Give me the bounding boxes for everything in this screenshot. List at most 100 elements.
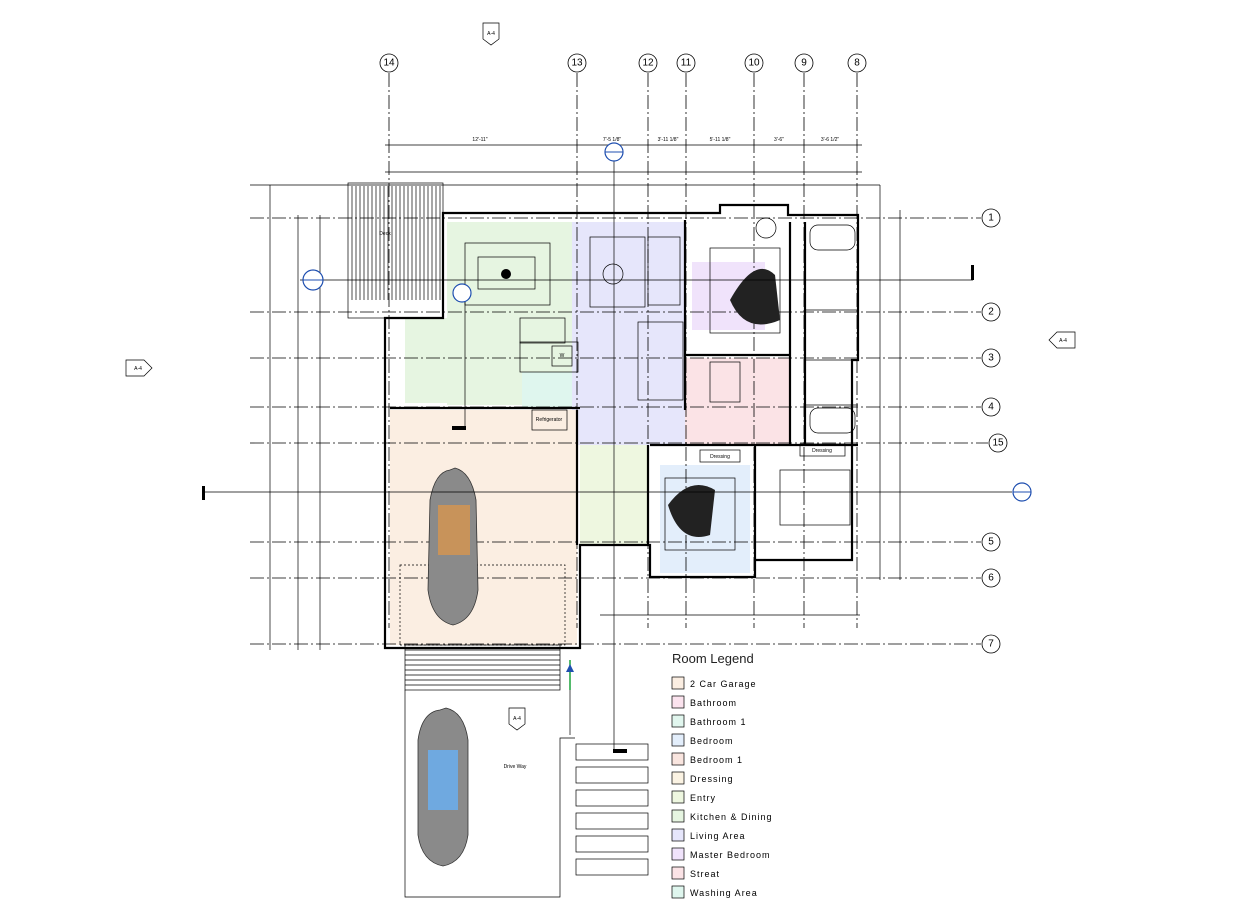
section-tag[interactable] bbox=[125, 359, 153, 377]
legend-item: Streat bbox=[671, 866, 720, 880]
room-fills bbox=[390, 222, 790, 645]
section-tag-label: A-4 bbox=[134, 366, 142, 372]
grid-bubble-13[interactable] bbox=[567, 53, 587, 73]
section-tag-label: A-4 bbox=[487, 31, 495, 37]
dimension-text: 3'-6" bbox=[774, 137, 784, 143]
grid-label: 10 bbox=[748, 58, 760, 69]
dimension-text-top: 12'-11"7'-5 1/8"3'-11 1/8"5'-11 1/8"3'-6… bbox=[472, 137, 839, 143]
grid-bubble-7[interactable] bbox=[981, 634, 1001, 654]
refrigerator-label: Refrigerator bbox=[536, 417, 563, 423]
deck: Deck bbox=[347, 182, 444, 319]
room-washing-area[interactable] bbox=[522, 372, 578, 408]
legend-item: Living Area bbox=[671, 828, 746, 842]
section-tag[interactable] bbox=[508, 707, 526, 731]
grid-bubble-12[interactable] bbox=[638, 53, 658, 73]
legend-label: Living Area bbox=[690, 831, 746, 841]
legend-item: 2 Car Garage bbox=[671, 676, 757, 690]
desk bbox=[637, 321, 684, 401]
grid-label: 1 bbox=[988, 213, 994, 224]
legend-swatch bbox=[671, 828, 685, 842]
grid-bubble-11[interactable] bbox=[676, 53, 696, 73]
dressing-shelves bbox=[709, 361, 741, 403]
car-garage bbox=[427, 467, 479, 626]
room-legend: Room Legend 2 Car GarageBathroomBathroom… bbox=[671, 651, 773, 899]
grid-bubble-14[interactable] bbox=[379, 53, 399, 73]
section-tags[interactable]: A-4A-4A-4A-4 bbox=[125, 22, 1076, 731]
room-streat[interactable] bbox=[685, 358, 790, 445]
section-tag[interactable] bbox=[482, 22, 500, 46]
legend-swatch bbox=[671, 771, 685, 785]
grid-bubble-8[interactable] bbox=[847, 53, 867, 73]
legend-item: Bedroom 1 bbox=[671, 752, 743, 766]
grid-label: 15 bbox=[992, 438, 1004, 449]
street-boxes bbox=[575, 743, 649, 876]
legend-swatch bbox=[671, 733, 685, 747]
legend-item: Entry bbox=[671, 790, 716, 804]
legend-swatch bbox=[671, 790, 685, 804]
legend-swatch bbox=[671, 866, 685, 880]
bed-3 bbox=[664, 477, 736, 551]
legend-swatch bbox=[671, 714, 685, 728]
legend-title: Room Legend bbox=[672, 651, 754, 666]
dimension-text: 12'-11" bbox=[472, 137, 487, 143]
grid-bubble-9[interactable] bbox=[794, 53, 814, 73]
bed-blanket bbox=[730, 268, 780, 325]
grid-bubble-2[interactable] bbox=[981, 302, 1001, 322]
grid-bubble-4[interactable] bbox=[981, 397, 1001, 417]
legend-label: Bedroom 1 bbox=[690, 755, 743, 765]
table-centerpiece bbox=[501, 269, 511, 279]
grid-bubble-10[interactable] bbox=[744, 53, 764, 73]
grid-bubble-15[interactable] bbox=[988, 433, 1008, 453]
legend-label: Kitchen & Dining bbox=[690, 812, 773, 822]
legend-item: Bathroom bbox=[671, 695, 737, 709]
grid-label: 7 bbox=[988, 639, 994, 650]
kitchen-counter bbox=[519, 317, 566, 344]
legend-item: Kitchen & Dining bbox=[671, 809, 773, 823]
grid-label: 3 bbox=[988, 353, 994, 364]
legend-label: Streat bbox=[690, 869, 720, 879]
street-box bbox=[575, 789, 649, 807]
grid-bubble-1[interactable] bbox=[981, 208, 1001, 228]
legend-label: Bathroom bbox=[690, 698, 737, 708]
legend-item: Bathroom 1 bbox=[671, 714, 747, 728]
legend-item: Bedroom bbox=[671, 733, 734, 747]
front-steps bbox=[404, 644, 561, 691]
room-2-car-garage[interactable] bbox=[390, 410, 577, 645]
bathtub bbox=[809, 224, 856, 251]
dining-table-rug bbox=[464, 242, 551, 306]
grid-bubble-5[interactable] bbox=[981, 532, 1001, 552]
grid-bubble-6[interactable] bbox=[981, 568, 1001, 588]
car-driveway bbox=[417, 707, 469, 867]
dimension-text: 5'-11 1/8" bbox=[710, 137, 731, 143]
legend-swatch bbox=[671, 695, 685, 709]
street-box bbox=[575, 858, 649, 876]
legend-label: Entry bbox=[690, 793, 716, 803]
grid-bubble-3[interactable] bbox=[981, 348, 1001, 368]
legend-item: Dressing bbox=[671, 771, 733, 785]
section-tag-label: A-4 bbox=[1059, 338, 1067, 344]
sofa bbox=[647, 236, 681, 306]
section-tag[interactable] bbox=[1048, 331, 1076, 349]
grid-label: 8 bbox=[854, 58, 860, 69]
legend-label: 2 Car Garage bbox=[690, 679, 757, 689]
grid-label: 14 bbox=[383, 58, 395, 69]
legend-swatch bbox=[671, 676, 685, 690]
grid-label: 13 bbox=[571, 58, 583, 69]
room-living-area[interactable] bbox=[572, 222, 685, 445]
legend-swatch bbox=[671, 847, 685, 861]
legend-label: Bathroom 1 bbox=[690, 717, 747, 727]
legend-label: Bedroom bbox=[690, 736, 734, 746]
grid-label: 11 bbox=[681, 58, 692, 69]
washer-label: W bbox=[560, 353, 565, 359]
deck-label: Deck bbox=[379, 231, 391, 237]
grid-label: 9 bbox=[801, 58, 807, 69]
legend-item: Master Bedroom bbox=[671, 847, 770, 861]
elevation-markers[interactable] bbox=[302, 142, 1032, 502]
living-rug bbox=[589, 236, 646, 308]
dimension-text: 3'-11 1/8" bbox=[658, 137, 679, 143]
legend-swatch bbox=[671, 752, 685, 766]
legend-item: Washing Area bbox=[671, 885, 757, 899]
bathtub-2 bbox=[809, 407, 856, 434]
dressing-label-b: Dressing bbox=[812, 448, 832, 454]
